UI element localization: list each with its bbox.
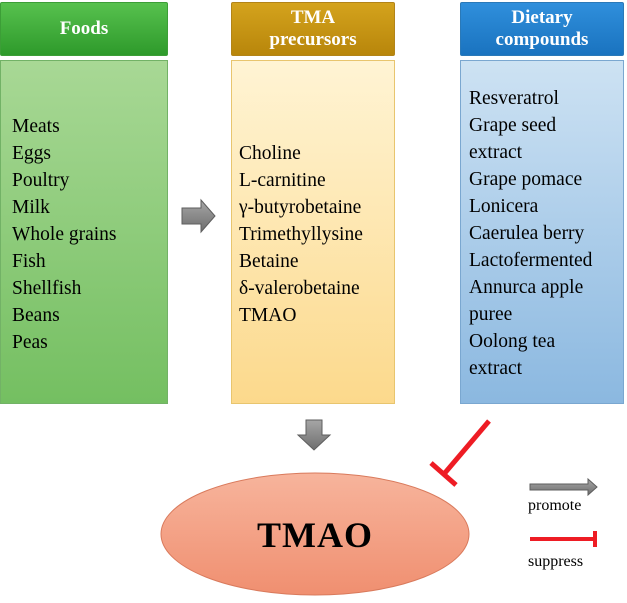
dietary-compound-item: extract [469, 357, 523, 379]
dietary-compound-item: Grape pomace [469, 168, 583, 190]
tma-precursor-item: Choline [239, 142, 301, 164]
foods-header-label: Foods [59, 18, 109, 39]
tma-precursor-item: δ-valerobetaine [239, 277, 360, 299]
dietary-compound-item: Lactofermented [469, 249, 593, 271]
foods-item: Fish [12, 250, 46, 272]
dietary-compounds-list: Resveratrol Grape seed extract Grape pom… [460, 60, 624, 404]
tma-header-line2: precursors [269, 29, 357, 50]
tmao-label: TMAO [257, 514, 373, 555]
foods-item: Shellfish [12, 277, 82, 299]
dietary-compound-item: Grape seed [469, 114, 557, 136]
foods-item: Peas [12, 331, 48, 353]
dietary-compound-item: Resveratrol [469, 87, 559, 109]
tma-precursor-item: Trimethyllysine [239, 223, 363, 245]
precursors-to-tmao-arrow [296, 419, 332, 451]
foods-list: Meats Eggs Poultry Milk Whole grains Fis… [0, 60, 168, 404]
tma-precursor-item: L-carnitine [239, 169, 326, 191]
tma-precursor-item: TMAO [239, 304, 297, 326]
foods-item: Milk [12, 196, 50, 218]
tmao-ellipse [160, 472, 470, 596]
dietary-compound-item: Annurca apple [469, 276, 584, 298]
dietary-compound-item: extract [469, 141, 523, 163]
tma-header-line1: TMA [290, 7, 336, 28]
legend-promote-label: promote [528, 497, 582, 514]
tma-precursors-list: Choline L-carnitine γ-butyrobetaine Trim… [231, 60, 395, 404]
tma-precursor-item: γ-butyrobetaine [239, 196, 362, 218]
dietary-compound-item: puree [469, 303, 513, 325]
foods-item: Eggs [12, 142, 51, 164]
legend-promote-arrow [529, 477, 598, 497]
dietary-compound-item: Lonicera [469, 195, 539, 217]
foods-header: Foods [0, 2, 168, 56]
foods-item: Meats [12, 115, 60, 137]
diet-header-line1: Dietary [511, 7, 573, 28]
foods-item: Whole grains [12, 223, 117, 245]
dietary-suppress-inhibitor [429, 419, 491, 487]
tma-precursor-item: Betaine [239, 250, 299, 272]
dietary-compound-item: Caerulea berry [469, 222, 585, 244]
dietary-compounds-header: Dietary compounds [460, 2, 624, 56]
legend-suppress-inhibitor [530, 531, 597, 547]
tma-precursors-header: TMA precursors [231, 2, 395, 56]
foods-item: Beans [12, 304, 60, 326]
legend-suppress-label: suppress [528, 553, 584, 570]
foods-item: Poultry [12, 169, 70, 191]
dietary-compound-item: Oolong tea [469, 330, 556, 352]
foods-to-precursors-arrow [181, 198, 216, 234]
diet-header-line2: compounds [495, 29, 589, 50]
